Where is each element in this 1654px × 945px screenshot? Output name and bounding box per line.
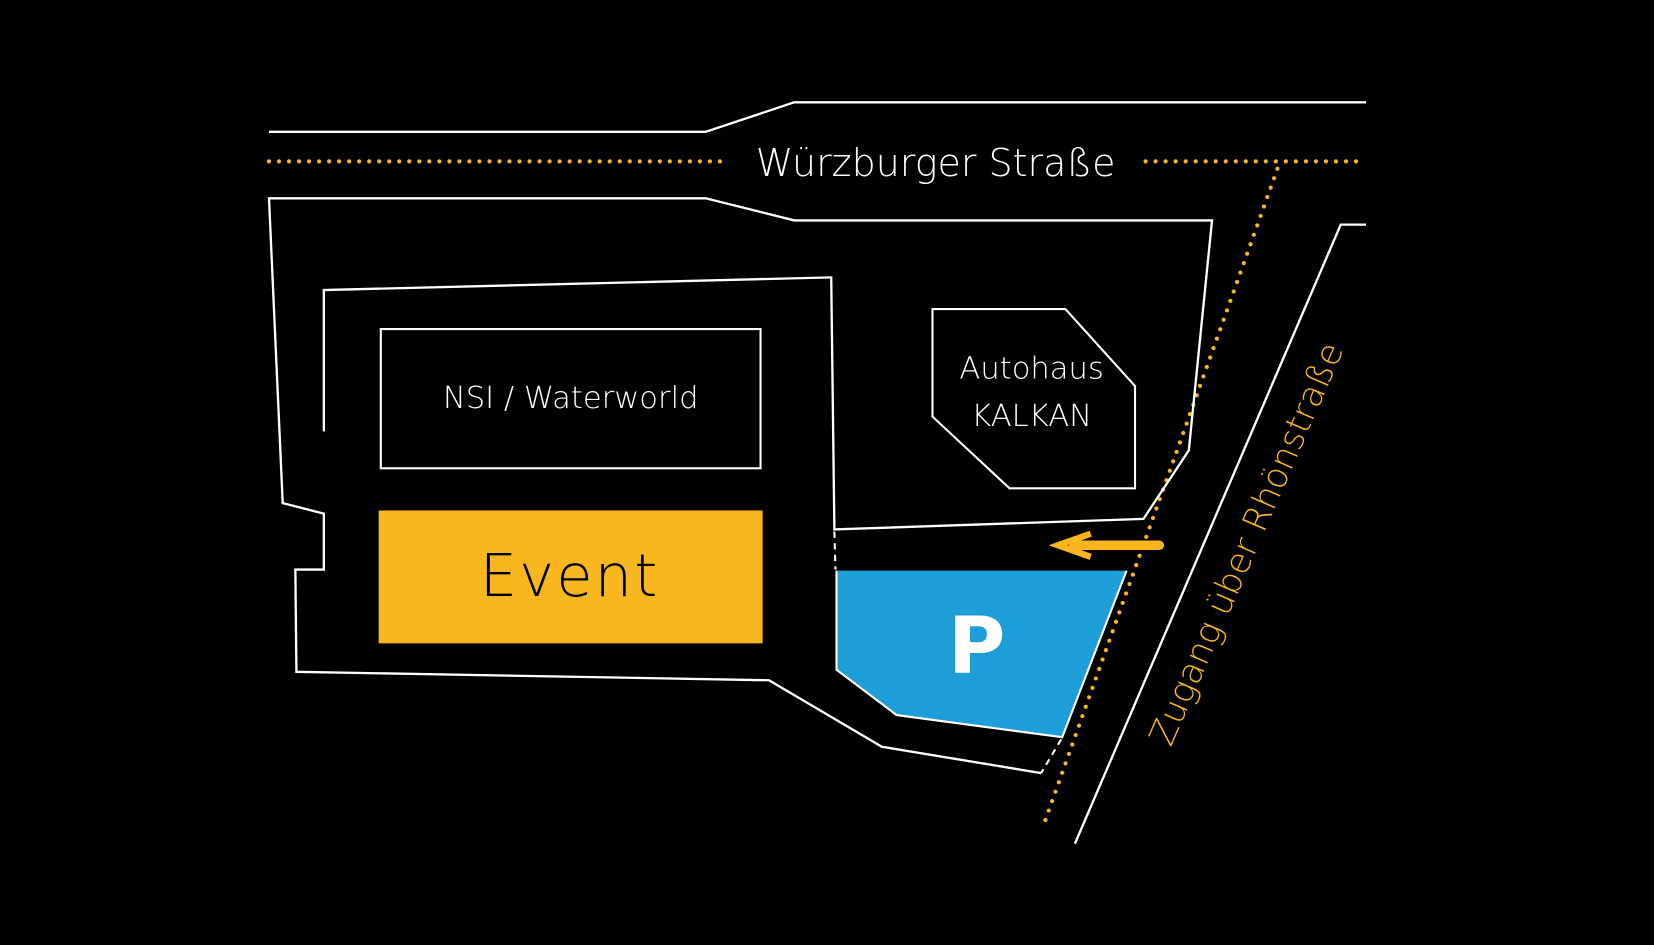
- building-nsi-waterworld[interactable]: NSI / Waterworld: [379, 328, 762, 470]
- event-area-label: Event: [480, 541, 660, 610]
- building-nsi-label: NSI / Waterworld: [443, 381, 699, 416]
- route-dotted-side: [1040, 166, 1280, 832]
- building-autohaus-label-line1: Autohaus: [959, 352, 1103, 387]
- parking-icon: P: [948, 602, 1005, 692]
- event-area[interactable]: Event: [378, 510, 763, 644]
- street-label-wuerzburger: Würzburger Straße: [756, 141, 1116, 185]
- road-edge-top: [268, 101, 1367, 133]
- road-edge-right: [1073, 223, 1367, 845]
- building-autohaus-outline: [931, 307, 1137, 490]
- parking-area-fill: [836, 570, 1127, 738]
- event-area-fill: [378, 510, 763, 644]
- parking-area[interactable]: P: [835, 570, 1128, 739]
- site-boundary-outer: [267, 197, 1214, 775]
- building-nsi-outline: [379, 328, 762, 470]
- building-autohaus-label-line2: KALKAN: [971, 399, 1092, 434]
- parking-area-border: [835, 570, 1128, 739]
- building-autohaus-kalkan[interactable]: Autohaus KALKAN: [931, 307, 1137, 490]
- arrow-left-icon: [1048, 530, 1165, 560]
